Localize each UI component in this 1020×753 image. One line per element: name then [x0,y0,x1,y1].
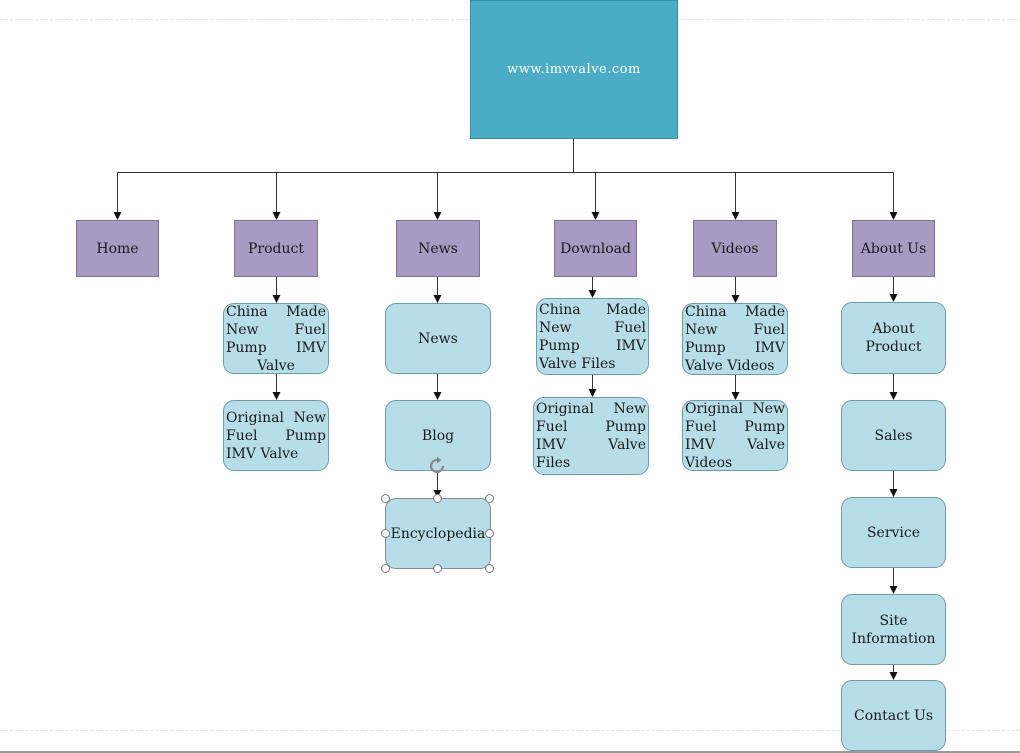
resize-handle-top[interactable] [433,494,442,503]
category-label: Product [248,240,304,257]
resize-handle-top-right[interactable] [485,494,494,503]
page-label: Blog [421,427,455,444]
page-label: China Made New Fuel Pump IMV Valve Files [539,301,646,372]
page-news[interactable]: News [385,303,491,374]
page-label: Sales [874,427,913,444]
page-encyclopedia[interactable]: Encyclopedia [385,498,491,569]
root-label: www.imvvalve.com [507,61,641,77]
page-label: Encyclopedia [390,525,486,542]
category-label: Home [96,240,139,257]
page-label: About Product [865,321,922,355]
page-site-information[interactable]: Site Information [841,594,946,665]
resize-handle-right[interactable] [485,529,494,538]
page-original-valve[interactable]: Original New Fuel Pump IMV Valve [223,400,329,471]
resize-handle-bottom-right[interactable] [485,564,494,573]
page-label: News [418,330,458,347]
page-label: Original New Fuel Pump IMV Valve Videos [685,400,785,471]
category-news[interactable]: News [396,220,480,277]
resize-handle-bottom-left[interactable] [381,564,390,573]
rotate-handle-icon[interactable] [426,455,448,477]
category-product[interactable]: Product [234,220,318,277]
page-about-product[interactable]: About Product [841,302,946,374]
page-guide-bottom [0,730,1020,731]
page-label: Original New Fuel Pump IMV Valve Files [536,401,646,471]
page-label: China Made New Fuel Pump IMV Valve [226,303,326,374]
resize-handle-bottom[interactable] [433,564,442,573]
page-original-videos[interactable]: Original New Fuel Pump IMV Valve Videos [682,400,788,471]
page-label: Service [866,524,921,541]
page-original-files[interactable]: Original New Fuel Pump IMV Valve Files [533,397,649,475]
page-china-made-files[interactable]: China Made New Fuel Pump IMV Valve Files [536,298,649,375]
root-node[interactable]: www.imvvalve.com [470,0,678,139]
resize-handle-top-left[interactable] [381,494,390,503]
resize-handle-left[interactable] [381,529,390,538]
category-videos[interactable]: Videos [693,220,777,277]
category-about-us[interactable]: About Us [852,220,935,277]
page-sales[interactable]: Sales [841,400,946,471]
page-label: Original New Fuel Pump IMV Valve [226,409,326,462]
category-label: Download [560,240,631,257]
page-label: Site Information [851,612,936,647]
category-label: About Us [860,240,927,257]
page-contact-us[interactable]: Contact Us [841,680,946,751]
category-label: Videos [711,240,759,257]
page-label: China Made New Fuel Pump IMV Valve Video… [685,304,785,374]
page-label: Contact Us [853,707,934,724]
category-download[interactable]: Download [554,220,637,277]
page-china-made-videos[interactable]: China Made New Fuel Pump IMV Valve Video… [682,303,788,375]
page-service[interactable]: Service [841,497,946,568]
canvas-bottom-border [0,751,1020,753]
category-label: News [418,240,458,257]
page-china-made-valve[interactable]: China Made New Fuel Pump IMV Valve [223,303,329,374]
category-home[interactable]: Home [76,220,159,277]
